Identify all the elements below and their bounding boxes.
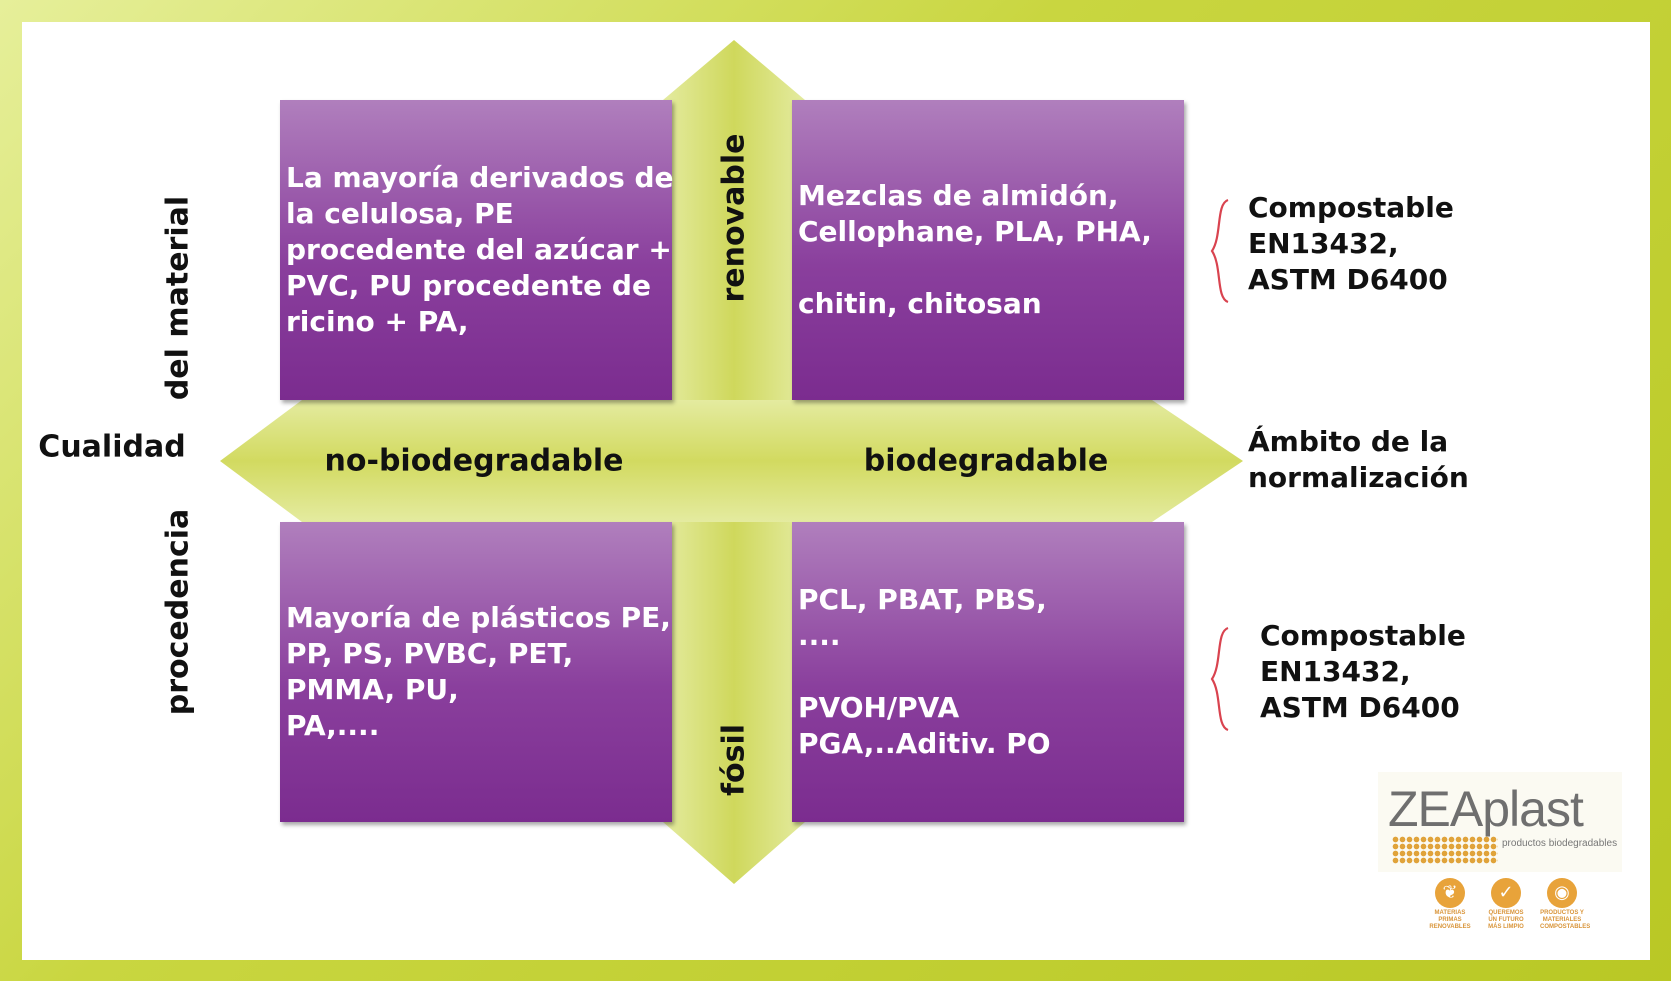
note-top: Compostable EN13432, ASTM D6400	[1248, 190, 1454, 298]
note-middle: Ámbito de la normalización	[1248, 424, 1469, 496]
horizontal-arrow	[220, 400, 1243, 522]
badge-caption: MATERIAS PRIMAS RENOVABLES	[1429, 910, 1471, 930]
quadrant-line: PGA,..Aditiv. PO	[798, 727, 1051, 760]
quadrant-line: procedente del azúcar +	[286, 233, 672, 266]
note-line: EN13432,	[1260, 655, 1411, 688]
quadrant-line: PMMA, PU,	[286, 673, 459, 706]
quadrant-line: la celulosa, PE	[286, 197, 514, 230]
brace-bottom-icon	[1210, 626, 1229, 732]
globe-icon: ◉	[1547, 878, 1577, 908]
quadrant-top-right: Mezclas de almidón, Cellophane, PLA, PHA…	[792, 100, 1184, 400]
note-line: ASTM D6400	[1248, 263, 1448, 296]
quadrant-bottom-right: PCL, PBAT, PBS, .... PVOH/PVA PGA,..Adit…	[792, 522, 1184, 822]
quadrant-line: PP, PS, PVBC, PET,	[286, 637, 574, 670]
badge-clean-future: ✓ QUEREMOS UN FUTURO MÁS LIMPIO	[1484, 878, 1528, 931]
quadrant-line: ricino + PA,	[286, 305, 469, 338]
quadrant-line: PVOH/PVA	[798, 691, 960, 724]
quadrant-line	[798, 250, 1184, 286]
quadrant-line: Mezclas de almidón,	[798, 179, 1119, 212]
badge-caption: PRODUCTOS Y MATERIALES COMPOSTABLES	[1540, 910, 1591, 930]
logo-wordmark: ZEAplast	[1388, 781, 1584, 837]
quadrant-line: PCL, PBAT, PBS,	[798, 583, 1047, 616]
quadrant-line: Mayoría de plásticos PE,	[286, 601, 671, 634]
brace-top-icon	[1210, 198, 1229, 304]
quadrant-line: La mayoría derivados de	[286, 161, 674, 194]
quadrant-line: chitin, chitosan	[798, 287, 1042, 320]
note-line: Compostable	[1248, 191, 1454, 224]
note-line: ASTM D6400	[1260, 691, 1460, 724]
quadrant-line: Cellophane, PLA, PHA,	[798, 215, 1152, 248]
quadrant-top-left: La mayoría derivados de la celulosa, PE …	[280, 100, 674, 400]
note-line: Ámbito de la	[1248, 425, 1449, 458]
left-title-procedencia: procedencia	[160, 508, 196, 716]
quadrant-line: PVC, PU procedente de	[286, 269, 651, 302]
left-title-cualidad: Cualidad	[38, 429, 186, 465]
leaf-icon: ❦	[1435, 878, 1465, 908]
quadrant-bottom-left: Mayoría de plásticos PE, PP, PS, PVBC, P…	[280, 522, 672, 822]
note-line: Compostable	[1260, 619, 1466, 652]
zeaplast-logo: ZEAplast productos biodegradables	[1378, 772, 1622, 872]
badge-renewable: ❦ MATERIAS PRIMAS RENOVABLES	[1428, 878, 1472, 931]
note-bottom: Compostable EN13432, ASTM D6400	[1260, 618, 1466, 726]
logo-tagline: productos biodegradables	[1502, 838, 1618, 849]
logo-badges: ❦ MATERIAS PRIMAS RENOVABLES ✓ QUEREMOS …	[1428, 878, 1591, 934]
note-line: normalización	[1248, 461, 1469, 494]
note-line: EN13432,	[1248, 227, 1399, 260]
quadrant-line: PA,....	[286, 709, 380, 742]
left-title-del-material: del material	[160, 195, 196, 401]
badge-compostable: ◉ PRODUCTOS Y MATERIALES COMPOSTABLES	[1540, 878, 1591, 931]
logo-dot-grid	[1392, 836, 1498, 864]
quadrant-line: ....	[798, 619, 841, 652]
axis-label-no-biodegradable: no-biodegradable	[324, 443, 624, 479]
axis-label-fosil: fósil	[716, 723, 752, 797]
axis-label-renovable: renovable	[716, 133, 752, 303]
badge-caption: QUEREMOS UN FUTURO MÁS LIMPIO	[1488, 910, 1524, 930]
check-icon: ✓	[1491, 878, 1521, 908]
quadrant-line	[798, 654, 1184, 690]
axis-label-biodegradable: biodegradable	[863, 443, 1109, 479]
